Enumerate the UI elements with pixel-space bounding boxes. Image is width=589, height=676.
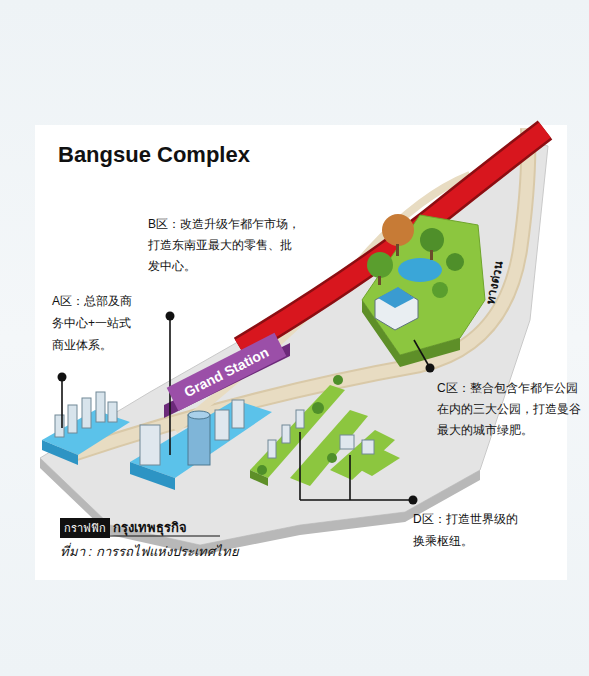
node-text: กราฟฟิก [64, 519, 106, 537]
zone-callout: C区：整合包含乍都乍公园在内的三大公园，打造曼谷最大的城市绿肥。 [437, 378, 584, 441]
source-caption: ที่มา : การรถไฟแห่งประเทศไทย [60, 541, 239, 562]
diagram-title: Bangsue Complex [58, 142, 250, 168]
credit-box: กราฟฟิก [60, 518, 110, 538]
zone-callout: A区：总部及商务中心+一站式商业体系。 [52, 290, 140, 356]
zone-callout: D区：打造世界级的换乘枢纽。 [413, 508, 523, 552]
publisher-name: กรุงเทพธุรกิจ [113, 517, 187, 538]
node-text: Grand Station [181, 344, 271, 400]
road-label: ทางด่วน [480, 259, 508, 306]
station-block: Grand Station [166, 333, 285, 411]
zone-callout: B区：改造升级乍都乍市场，打造东南亚最大的零售、批发中心。 [148, 214, 302, 277]
